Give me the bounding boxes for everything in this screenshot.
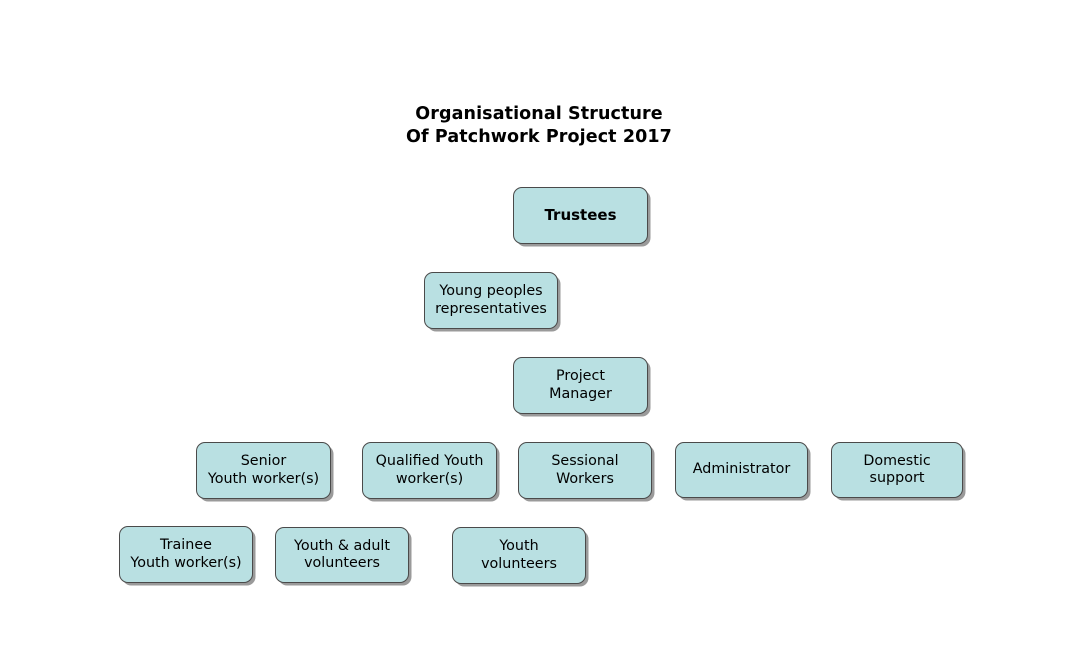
org-node-domestic-support: Domestic support <box>831 442 963 498</box>
org-node-youth-volunteers: Youth volunteers <box>452 527 586 584</box>
org-node-youth-adult-volunteers: Youth & adult volunteers <box>275 527 409 583</box>
org-node-qualified-youth-worker: Qualified Youth worker(s) <box>362 442 497 499</box>
org-node-young-peoples-reps: Young peoples representatives <box>424 272 558 329</box>
page-title: Organisational Structure Of Patchwork Pr… <box>406 104 672 147</box>
org-node-trustees: Trustees <box>513 187 648 244</box>
org-node-sessional-workers: Sessional Workers <box>518 442 652 499</box>
org-node-senior-youth-worker: Senior Youth worker(s) <box>196 442 331 499</box>
org-node-project-manager: Project Manager <box>513 357 648 414</box>
org-node-trainee-youth-worker: Trainee Youth worker(s) <box>119 526 253 583</box>
org-node-administrator: Administrator <box>675 442 808 498</box>
